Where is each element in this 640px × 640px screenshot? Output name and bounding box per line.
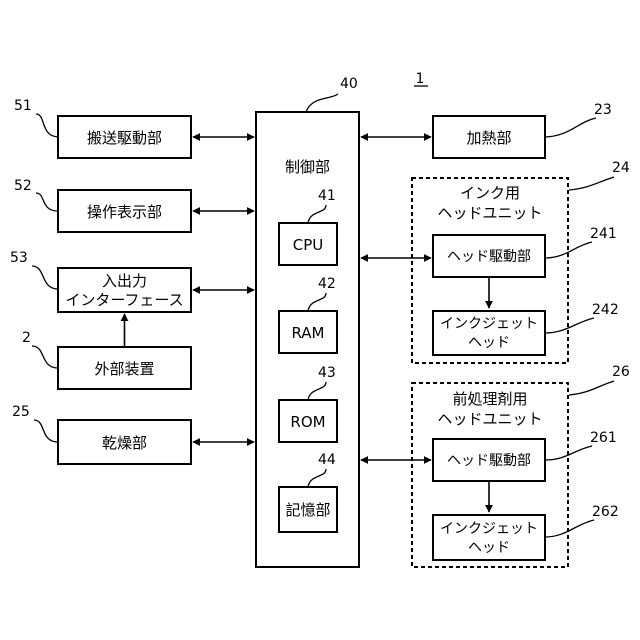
leader-51 — [36, 114, 58, 137]
leader-25 — [34, 420, 58, 442]
leader-26 — [569, 381, 614, 395]
ref-label-44: 44 — [318, 452, 336, 468]
svg-text:制御部: 制御部 — [285, 158, 330, 176]
ref-label-51: 51 — [14, 98, 32, 114]
leader-53 — [32, 266, 58, 289]
leader-2 — [32, 346, 58, 368]
leader-40 — [306, 94, 338, 112]
pretreat-head-driver-block: ヘッド駆動部 — [433, 439, 545, 481]
storage-block: 記憶部 — [279, 487, 337, 532]
ref-label-52: 52 — [14, 178, 32, 194]
svg-text:RAM: RAM — [291, 324, 324, 342]
ink-head-driver-block: ヘッド駆動部 — [433, 235, 545, 277]
operation-display-block: 操作表示部 — [58, 190, 191, 232]
svg-text:ヘッド: ヘッド — [468, 335, 510, 351]
ref-label-53: 53 — [10, 250, 28, 266]
ink-inkjet-head-block: インクジェット ヘッド — [433, 311, 545, 355]
transport-drive-block: 搬送駆動部 — [58, 116, 191, 158]
svg-text:乾燥部: 乾燥部 — [102, 434, 147, 452]
io-interface-block: 入出力 インターフェース — [58, 268, 191, 312]
ref-label-42: 42 — [318, 276, 336, 292]
ref-label-261: 261 — [590, 430, 617, 446]
ref-label-262: 262 — [592, 504, 619, 520]
ref-label-40: 40 — [340, 76, 358, 92]
leader-52 — [36, 193, 58, 211]
svg-text:ROM: ROM — [290, 413, 325, 431]
ref-label-241: 241 — [590, 226, 617, 242]
ref-label-43: 43 — [318, 365, 336, 381]
leader-242 — [545, 318, 594, 333]
ref-label-23: 23 — [594, 102, 612, 118]
leader-23 — [545, 118, 596, 137]
svg-text:ヘッド駆動部: ヘッド駆動部 — [447, 453, 531, 469]
svg-text:インターフェース: インターフェース — [65, 291, 183, 309]
figure-number: 1 — [416, 71, 425, 87]
ref-label-2: 2 — [22, 330, 31, 346]
ram-block: RAM — [279, 311, 337, 353]
cpu-block: CPU — [279, 223, 337, 265]
ref-label-25: 25 — [12, 404, 30, 420]
rom-block: ROM — [279, 400, 337, 442]
svg-text:前処理剤用: 前処理剤用 — [452, 390, 527, 408]
svg-text:CPU: CPU — [293, 236, 324, 254]
svg-text:ヘッド駆動部: ヘッド駆動部 — [447, 249, 531, 265]
leader-262 — [545, 520, 594, 537]
ref-label-26: 26 — [612, 364, 630, 380]
pretreat-inkjet-head-block: インクジェット ヘッド — [433, 515, 545, 560]
ref-label-41: 41 — [318, 188, 336, 204]
svg-text:ヘッド: ヘッド — [468, 540, 510, 556]
svg-text:ヘッドユニット: ヘッドユニット — [437, 410, 542, 428]
svg-text:ヘッドユニット: ヘッドユニット — [437, 204, 542, 222]
ref-label-242: 242 — [592, 302, 619, 318]
svg-text:搬送駆動部: 搬送駆動部 — [87, 129, 162, 147]
leader-24 — [569, 177, 614, 190]
svg-text:インクジェット: インクジェット — [440, 521, 538, 537]
ref-label-24: 24 — [612, 160, 630, 176]
svg-text:入出力: 入出力 — [102, 272, 147, 290]
external-device-block: 外部装置 — [58, 347, 191, 389]
svg-text:操作表示部: 操作表示部 — [87, 203, 162, 221]
svg-text:外部装置: 外部装置 — [94, 360, 154, 378]
heating-block: 加熱部 — [433, 116, 545, 158]
svg-text:加熱部: 加熱部 — [466, 129, 511, 147]
drying-block: 乾燥部 — [58, 420, 191, 464]
svg-text:記憶部: 記憶部 — [285, 501, 330, 519]
svg-text:インク用: インク用 — [460, 184, 520, 202]
svg-text:インクジェット: インクジェット — [440, 316, 538, 332]
